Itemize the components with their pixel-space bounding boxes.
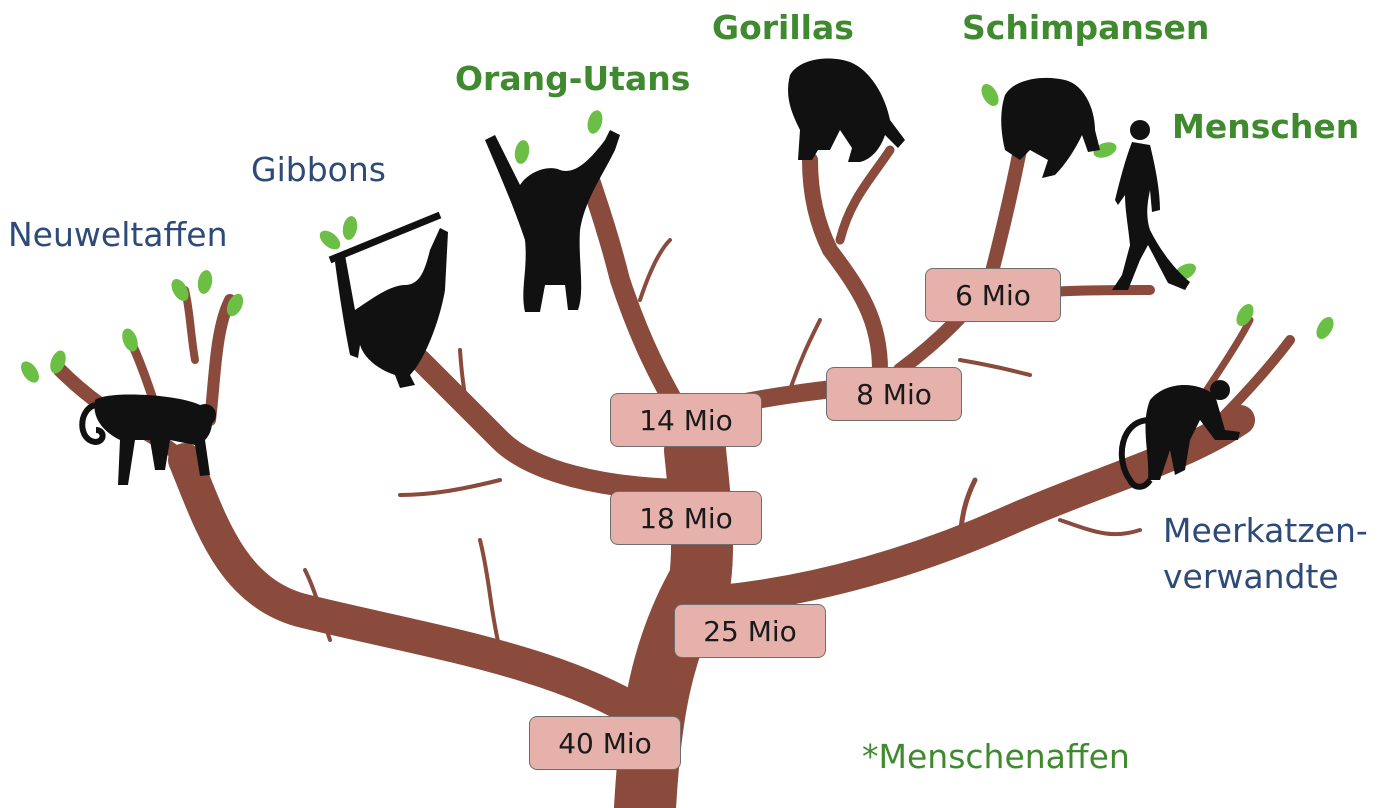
- tree-branches: [60, 150, 1290, 808]
- leaf-icon: [1233, 301, 1257, 329]
- node-14-mio: 14 Mio: [610, 393, 762, 447]
- label-meerkatzen-line1: Meerkatzen-: [1163, 514, 1368, 549]
- label-meerkatzen-line2: verwandte: [1163, 560, 1339, 595]
- label-neuweltaffen: Neuweltaffen: [8, 218, 227, 253]
- label-gorillas: Gorillas: [712, 11, 854, 46]
- leaf-icon: [513, 139, 531, 165]
- label-menschen: Menschen: [1172, 110, 1359, 145]
- leaf-icon: [585, 109, 605, 136]
- twig: [400, 480, 500, 495]
- node-6-mio: 6 Mio: [925, 268, 1061, 322]
- branch-neuweltaffen: [185, 460, 650, 720]
- leaf-icon: [978, 81, 1002, 109]
- label-orang-utans: Orang-Utans: [455, 62, 690, 97]
- twig: [640, 240, 670, 300]
- node-8-mio: 8 Mio: [826, 367, 962, 421]
- legend-menschenaffen: *Menschenaffen: [862, 740, 1130, 775]
- twig: [960, 360, 1030, 375]
- twig: [790, 320, 820, 390]
- node-25-mio: 25 Mio: [674, 604, 826, 658]
- branch-chimp: [900, 150, 1020, 370]
- twig: [210, 300, 230, 420]
- leaf-icon: [17, 358, 42, 386]
- leaf-icon: [316, 227, 343, 253]
- label-schimpansen: Schimpansen: [962, 11, 1209, 46]
- branch-gorillas: [810, 160, 880, 370]
- label-gibbons: Gibbons: [251, 153, 386, 188]
- leaf-icon: [1313, 314, 1337, 342]
- node-40-mio: 40 Mio: [529, 716, 681, 770]
- leaf-icon: [196, 269, 214, 295]
- twig: [185, 290, 195, 360]
- node-18-mio: 18 Mio: [610, 491, 762, 545]
- twig: [480, 540, 500, 650]
- twig: [840, 150, 890, 240]
- twig: [1060, 520, 1140, 534]
- leaf-icon: [341, 215, 359, 241]
